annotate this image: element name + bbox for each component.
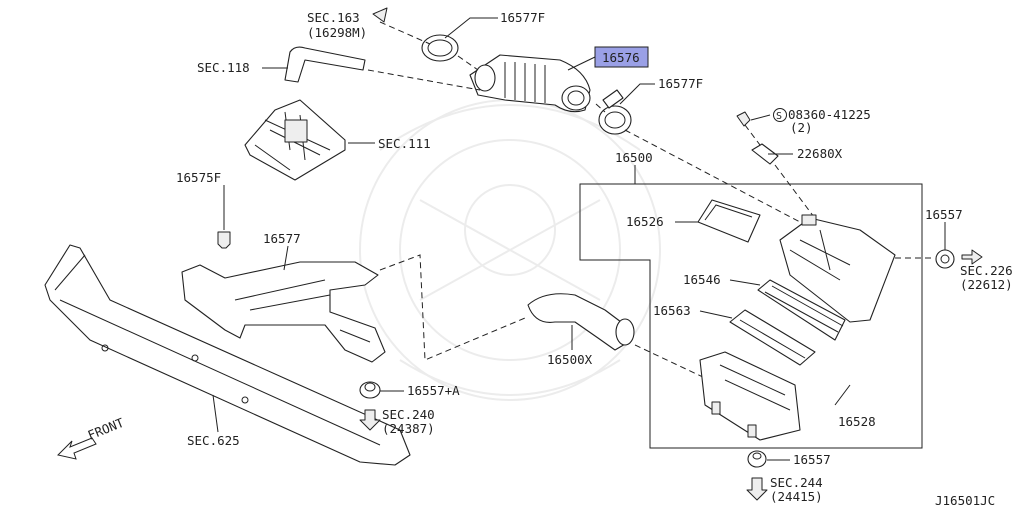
label-16563[interactable]: 16563 [653,303,691,318]
sensor-22680x[interactable] [751,143,779,165]
clamp-16577f-top[interactable] [421,34,459,62]
label-16577[interactable]: 16577 [263,231,301,246]
clamp-16577f-mid[interactable] [598,89,632,135]
leader-lines [212,17,946,461]
leader-dash-a [457,55,479,71]
air-duct-16577[interactable] [181,261,386,363]
assembly-box-16500 [579,183,923,449]
leader-dash-e [744,124,821,226]
leader-sec163 [379,21,431,45]
label-08360-qty: (2) [790,120,813,135]
arrow-sec163 [372,7,388,23]
air-duct-16576[interactable] [469,54,591,113]
arrow-sec244 [746,477,768,501]
label-sec244-sub: (24415) [770,489,823,504]
label-sec625[interactable]: SEC.625 [187,433,240,448]
air-duct-16500x[interactable] [527,293,706,379]
label-16557a[interactable]: 16557+A [407,383,460,398]
label-16500[interactable]: 16500 [615,150,653,165]
label-16577f-top[interactable]: 16577F [500,10,545,25]
label-sec163[interactable]: SEC.163 [307,10,360,25]
leader-dash-f [379,254,526,361]
label-16526[interactable]: 16526 [626,214,664,229]
breather-hose-sec118[interactable] [284,46,366,83]
label-sec163-sub: (16298M) [307,25,367,40]
label-22680x[interactable]: 22680X [797,146,843,161]
air-cleaner-case-16528[interactable] [699,351,801,441]
air-cleaner-cover[interactable] [779,214,896,323]
leader-dash-d [624,129,801,223]
label-16557-bottom[interactable]: 16557 [793,452,831,467]
label-16528[interactable]: 16528 [838,414,876,429]
arrow-sec226 [961,249,983,265]
leader-dash-b [367,69,481,91]
grommet-16557a[interactable] [359,381,381,399]
resonator-16526[interactable] [697,199,761,243]
bolt-08360-41225[interactable] [736,111,751,127]
label-08360-41225[interactable]: 08360-41225 [788,107,871,122]
label-16577f-mid[interactable]: 16577F [658,76,703,91]
label-screw-symbol: S [776,111,782,122]
highlight-16576 [594,46,649,68]
screw-symbol-icon [773,108,787,122]
leader-dash-c [595,103,606,113]
filter-element-16546[interactable] [757,279,846,341]
label-16500x[interactable]: 16500X [547,352,593,367]
label-16576[interactable]: 16576 [602,50,640,65]
label-16546[interactable]: 16546 [683,272,721,287]
front-arrow-icon [57,437,97,460]
engine-cover-sec111[interactable] [244,99,346,181]
clip-16575f[interactable] [217,231,231,249]
label-16575f[interactable]: 16575F [176,170,221,185]
label-sec244[interactable]: SEC.244 [770,475,823,490]
grommet-16557-right[interactable] [935,249,955,269]
core-support-sec625[interactable] [44,244,411,466]
grommet-16557-bottom[interactable] [747,450,767,468]
label-16557-right[interactable]: 16557 [925,207,963,222]
label-sec111[interactable]: SEC.111 [378,136,431,151]
label-sec240[interactable]: SEC.240 [382,407,435,422]
label-sec118[interactable]: SEC.118 [197,60,250,75]
label-front: FRONT [86,415,127,443]
seal-16563[interactable] [729,309,816,366]
label-sec226-sub: (22612) [960,277,1013,292]
arrow-sec240 [359,409,381,431]
label-sec240-sub: (24387) [382,421,435,436]
label-sec226[interactable]: SEC.226 [960,263,1013,278]
diagram-code: J16501JC [935,493,995,508]
